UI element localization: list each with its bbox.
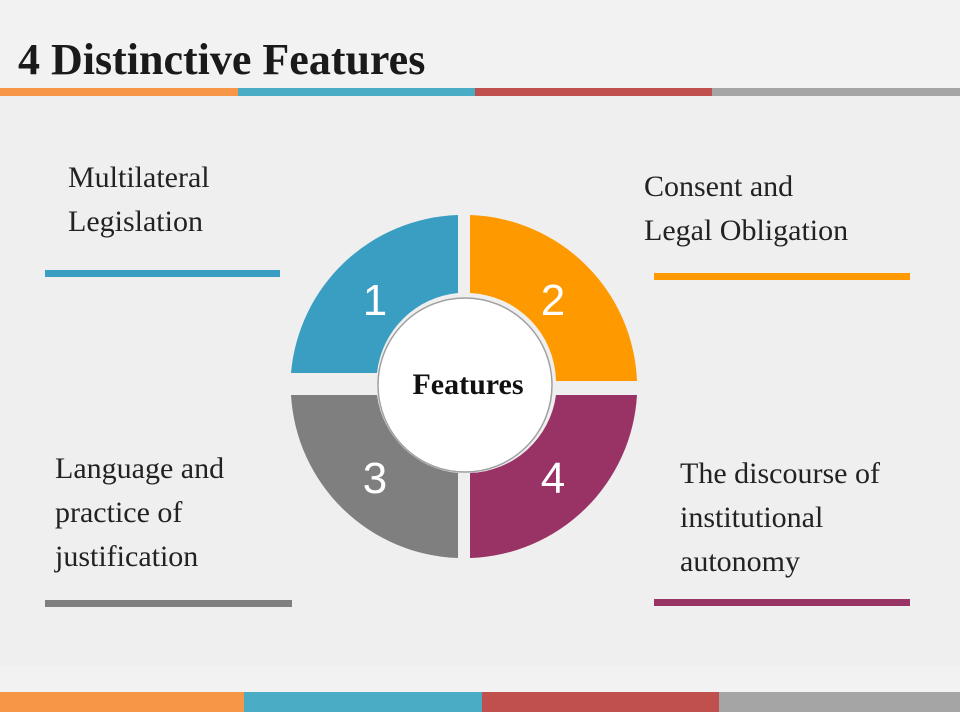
bottom-color-band <box>0 692 960 712</box>
quadrant-2 <box>470 215 637 381</box>
band-segment-orange <box>0 88 238 96</box>
quadrant-number-2: 2 <box>541 276 565 325</box>
quadrant-1 <box>291 215 458 373</box>
bottom-band-segment-red <box>482 692 719 712</box>
band-segment-blue <box>238 88 475 96</box>
quadrant-number-1: 1 <box>363 276 387 325</box>
slide-title: 4 Distinctive Features <box>18 35 426 84</box>
feature-rule-3 <box>45 600 292 607</box>
feature-rule-4 <box>654 599 910 606</box>
top-color-band <box>0 88 960 96</box>
feature-label-1: Multilateral Legislation <box>68 161 210 238</box>
feature-rule-1 <box>45 270 280 277</box>
feature-rule-2 <box>654 273 910 280</box>
features-wheel: 1 2 3 4 Features <box>291 215 637 558</box>
bottom-strip <box>0 712 960 720</box>
band-segment-gray <box>712 88 960 96</box>
bottom-band-segment-blue <box>244 692 482 712</box>
bottom-band-segment-orange <box>0 692 244 712</box>
bottom-band-segment-gray <box>719 692 960 712</box>
quadrant-3 <box>291 395 458 558</box>
quadrant-number-4: 4 <box>541 454 565 503</box>
center-label: Features <box>412 368 523 401</box>
feature-label-2: Consent and Legal Obligation <box>644 170 849 247</box>
quadrant-number-3: 3 <box>363 454 387 503</box>
quadrant-4 <box>470 395 637 558</box>
feature-label-3: Language and practice of justification <box>55 452 225 573</box>
center-circle <box>377 297 553 473</box>
feature-label-4: The discourse of institutional autonomy <box>680 457 880 578</box>
band-segment-red <box>475 88 712 96</box>
